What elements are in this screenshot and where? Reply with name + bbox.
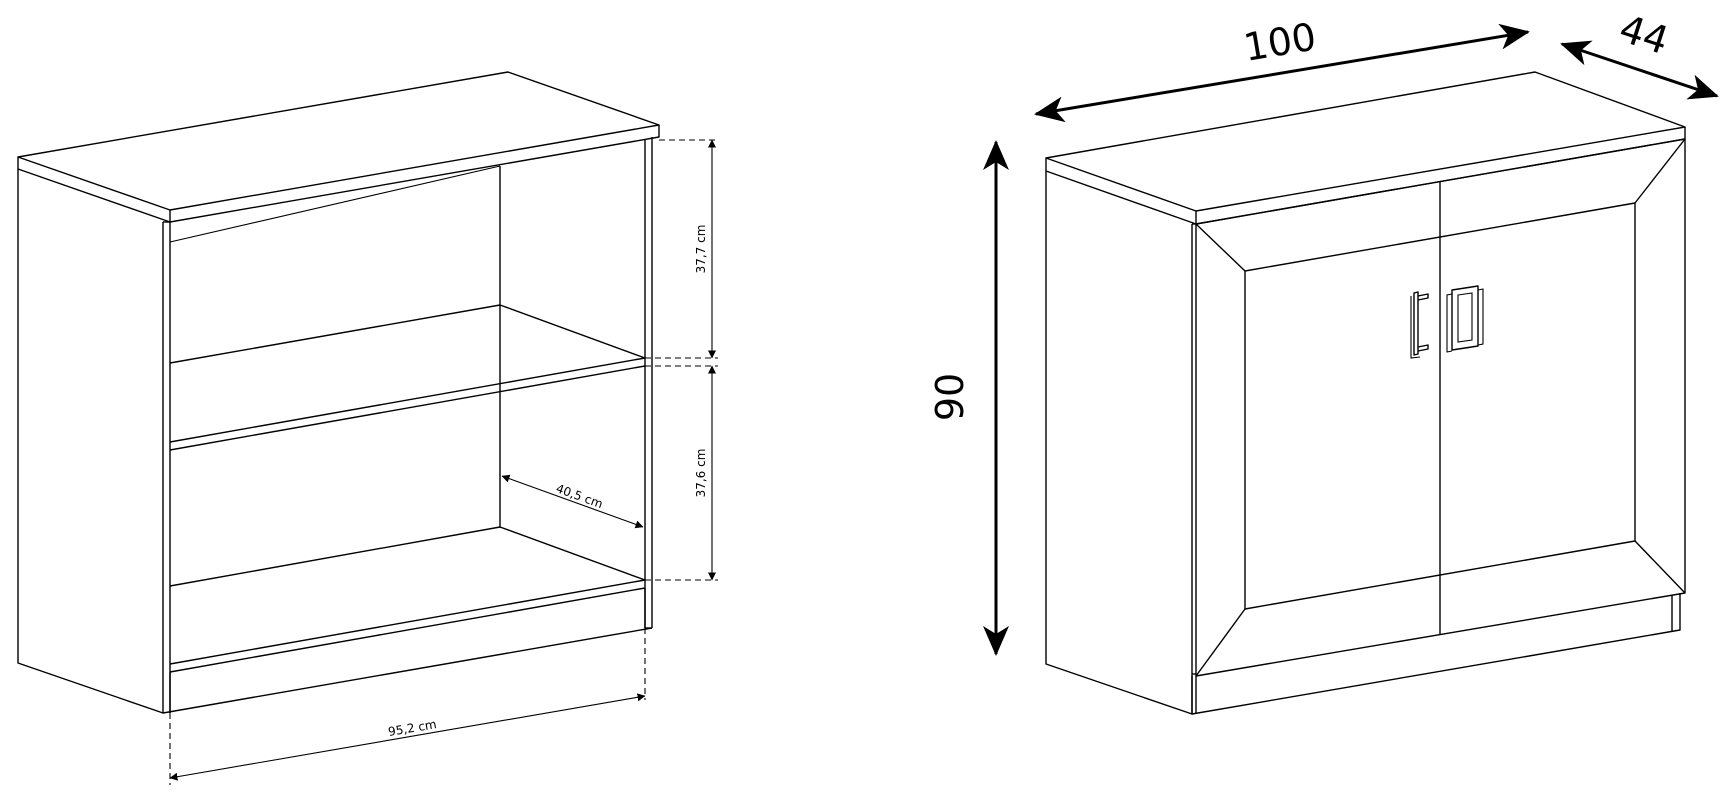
open-cabinet <box>17 71 660 714</box>
shelf-depth-label: 40,5 cm <box>554 481 605 511</box>
depth-arrow <box>1560 40 1719 100</box>
lower-shelf-height-label: 37,6 cm <box>694 449 708 498</box>
width-arrow <box>1034 23 1530 123</box>
depth-label: 44 <box>1614 6 1674 63</box>
depth-dim-line <box>501 474 644 529</box>
width-dim-line <box>169 693 646 781</box>
upper-shelf-height-label: 37,7 cm <box>694 225 708 274</box>
left-door-handle-icon <box>1410 291 1429 359</box>
open-cabinet-dimensions: 37,7 cm 37,6 cm 40,5 cm 95,2 cm <box>169 139 718 785</box>
right-door-handle-icon <box>1446 285 1484 353</box>
width-label: 100 <box>1240 14 1319 69</box>
door-cabinet <box>1045 71 1686 715</box>
height-label: 90 <box>928 373 972 421</box>
door-cabinet-dimensions: 100 44 90 <box>928 6 1719 656</box>
